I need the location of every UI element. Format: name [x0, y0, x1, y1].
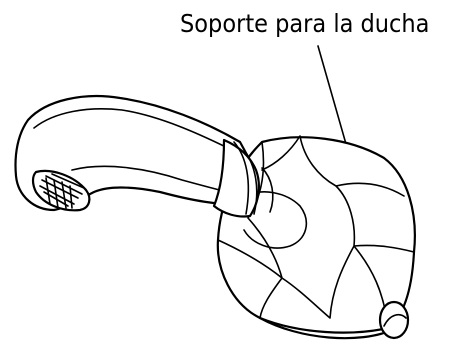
- hand-shower: [14, 95, 274, 218]
- bracket-facet-lines: [217, 135, 415, 329]
- bracket-collar-recess: [243, 191, 308, 249]
- spray-nozzles: [39, 173, 85, 209]
- shower-holder-bracket: [216, 135, 416, 340]
- callout-label: Soporte para la ducha: [180, 9, 429, 38]
- screw-cap-highlight: [383, 313, 407, 327]
- collar-ring-3: [261, 167, 274, 213]
- collar-ring-2: [243, 149, 258, 215]
- bracket-base-rim: [258, 316, 394, 340]
- collar-ring-1: [233, 141, 250, 215]
- hand-shower-handle-contour: [33, 108, 237, 153]
- screw-cap: [378, 300, 410, 340]
